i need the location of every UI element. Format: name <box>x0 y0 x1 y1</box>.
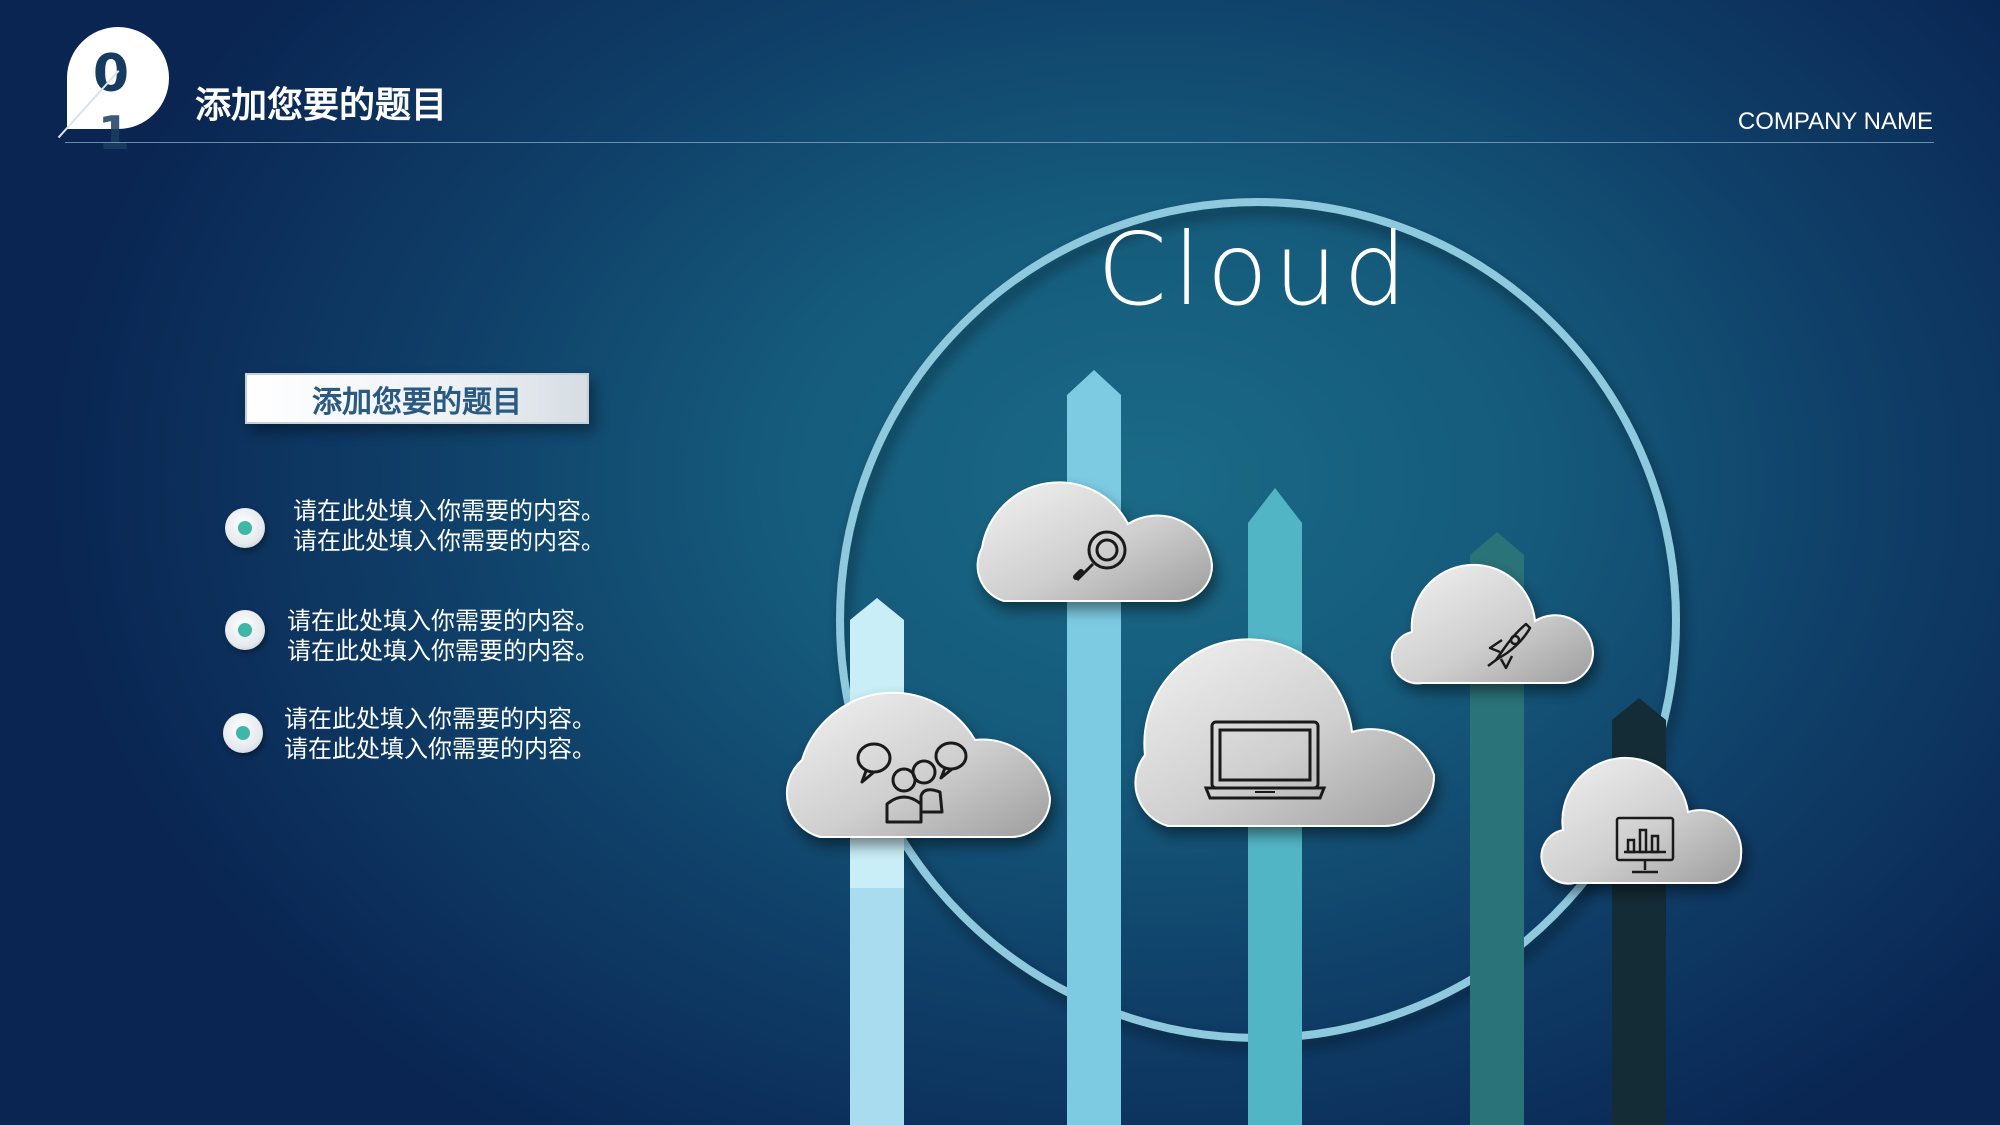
diagram-heading: Cloud <box>1097 211 1413 328</box>
discussion-icon <box>856 741 968 824</box>
subtitle-text: 添加您要的题目 <box>312 384 522 420</box>
page-title: 添加您要的题目 <box>195 85 448 126</box>
cloud-chart-monitor <box>1540 756 1743 885</box>
bullet-line: 请在此处填入你需要的内容。 <box>284 705 596 733</box>
bullet-line: 请在此处填入你需要的内容。 <box>284 735 596 763</box>
bullet-marker-2 <box>225 610 265 650</box>
subtitle-box: 添加您要的题目 <box>245 373 589 424</box>
section-number-badge <box>67 27 169 129</box>
arrow-1 <box>850 598 904 1125</box>
company-name: COMPANY NAME <box>1737 108 1933 135</box>
cloud-laptop <box>1134 638 1436 827</box>
bullet-line: 请在此处填入你需要的内容。 <box>293 497 605 525</box>
cloud-discussion <box>785 691 1052 838</box>
rocket-icon <box>1487 622 1532 670</box>
section-number-second-digit: 1 <box>97 106 130 160</box>
bullet-dot <box>236 726 250 740</box>
bullet-marker-1 <box>225 508 265 548</box>
header-divider <box>65 142 1934 143</box>
bullet-line: 请在此处填入你需要的内容。 <box>293 527 605 555</box>
bullet-dot <box>238 623 252 637</box>
cloud-rocket <box>1390 563 1595 685</box>
bullet-line: 请在此处填入你需要的内容。 <box>287 637 599 665</box>
bullet-text-1: 请在此处填入你需要的内容。 请在此处填入你需要的内容。 <box>293 496 605 556</box>
bullet-text-2: 请在此处填入你需要的内容。 请在此处填入你需要的内容。 <box>287 606 599 666</box>
cloud-magnifier <box>976 481 1214 602</box>
chart-monitor-icon <box>1615 816 1675 874</box>
bullet-line: 请在此处填入你需要的内容。 <box>287 607 599 635</box>
bullet-marker-3 <box>223 713 263 753</box>
magnifier-icon <box>1073 530 1127 582</box>
bullet-text-3: 请在此处填入你需要的内容。 请在此处填入你需要的内容。 <box>284 704 596 764</box>
bullet-dot <box>238 521 252 535</box>
laptop-icon <box>1203 720 1327 800</box>
